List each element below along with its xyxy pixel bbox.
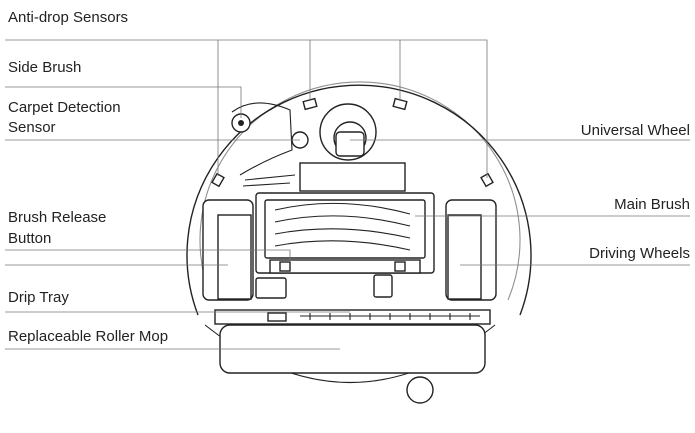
label-brush-release-button-line1: Brush Release xyxy=(8,209,107,226)
anti-drop-sensor-pad-2 xyxy=(392,97,408,111)
anti-drop-sensor-pad-3 xyxy=(480,172,494,188)
universal-wheel xyxy=(319,103,377,161)
cover-plate xyxy=(299,162,406,192)
label-brush-release-button-line2: Button xyxy=(8,230,52,247)
label-replaceable-roller-mop: Replaceable Roller Mop xyxy=(8,328,169,345)
label-main-brush: Main Brush xyxy=(614,196,690,213)
driving-wheels xyxy=(202,199,497,301)
leader-lines xyxy=(5,39,690,350)
label-carpet-detection-sensor-line2: Sensor xyxy=(8,119,56,136)
release-latch xyxy=(255,277,287,299)
anti-drop-sensor-pad-1 xyxy=(302,97,318,111)
label-universal-wheel: Universal Wheel xyxy=(580,122,690,139)
label-driving-wheels: Driving Wheels xyxy=(589,245,690,262)
drip-tray xyxy=(214,309,491,325)
anti-drop-sensor-pad-4 xyxy=(211,172,225,188)
label-drip-tray: Drip Tray xyxy=(8,289,69,306)
rear-wheel xyxy=(406,376,434,404)
label-side-brush: Side Brush xyxy=(8,59,82,76)
tank-latch xyxy=(373,274,393,298)
main-brush xyxy=(255,192,435,274)
side-brush xyxy=(231,102,296,187)
label-anti-drop-sensors: Anti-drop Sensors xyxy=(8,9,129,26)
label-carpet-detection-sensor-line1: Carpet Detection xyxy=(8,99,121,116)
